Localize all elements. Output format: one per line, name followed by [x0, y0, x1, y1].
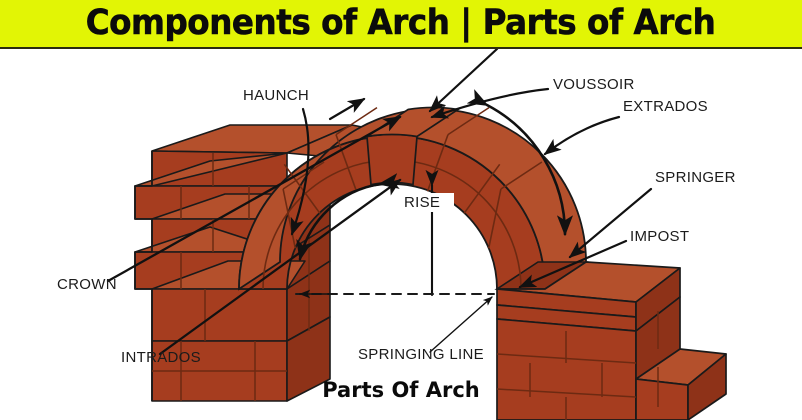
- label-haunch: HAUNCH: [243, 87, 309, 104]
- springer-leader: [568, 187, 653, 259]
- label-extrados: EXTRADOS: [623, 98, 708, 115]
- keystone-leader: [428, 49, 499, 113]
- title-banner: Components of Arch | Parts of Arch: [0, 0, 802, 49]
- label-impost: IMPOST: [630, 228, 689, 245]
- figure-caption: Parts Of Arch: [322, 378, 480, 402]
- pier-base-side-face: [687, 353, 727, 420]
- rise-label-mask: [402, 193, 454, 212]
- extrados-double-arrow: [466, 89, 574, 237]
- label-rise-overlay: RISE: [404, 194, 440, 211]
- springing-line-leader: [429, 296, 493, 353]
- arch-diagram-svg: HAUNCH VOUSSOIR EXTRADOS SPRINGER IMPOST…: [57, 49, 736, 420]
- masonry-illustration: HAUNCH VOUSSOIR EXTRADOS SPRINGER IMPOST…: [57, 49, 736, 420]
- label-intrados: INTRADOS: [121, 349, 201, 366]
- wall-side-face: [286, 316, 331, 402]
- keystone: [366, 133, 418, 186]
- label-crown: CROWN: [57, 276, 117, 293]
- extrados-leader: [543, 115, 621, 156]
- crown-leader: [106, 115, 402, 283]
- brick-front-face: [151, 288, 288, 342]
- annotation-leaders: [106, 49, 653, 356]
- page-title: Components of Arch | Parts of Arch: [86, 3, 717, 43]
- pier-base-front-face: [635, 378, 689, 420]
- right-pier: [496, 261, 727, 420]
- wall-step-profile: [134, 151, 153, 401]
- impost-leader: [518, 239, 628, 289]
- label-springer: SPRINGER: [655, 169, 736, 186]
- mortar-joints-right: [496, 311, 659, 420]
- label-voussoir: VOUSSOIR: [553, 76, 635, 93]
- label-springing-line: SPRINGING LINE: [358, 346, 484, 363]
- haunch-arrow: [328, 97, 366, 121]
- diagram-container: HAUNCH VOUSSOIR EXTRADOS SPRINGER IMPOST…: [0, 49, 802, 420]
- intrados-double-arrow: [296, 173, 400, 262]
